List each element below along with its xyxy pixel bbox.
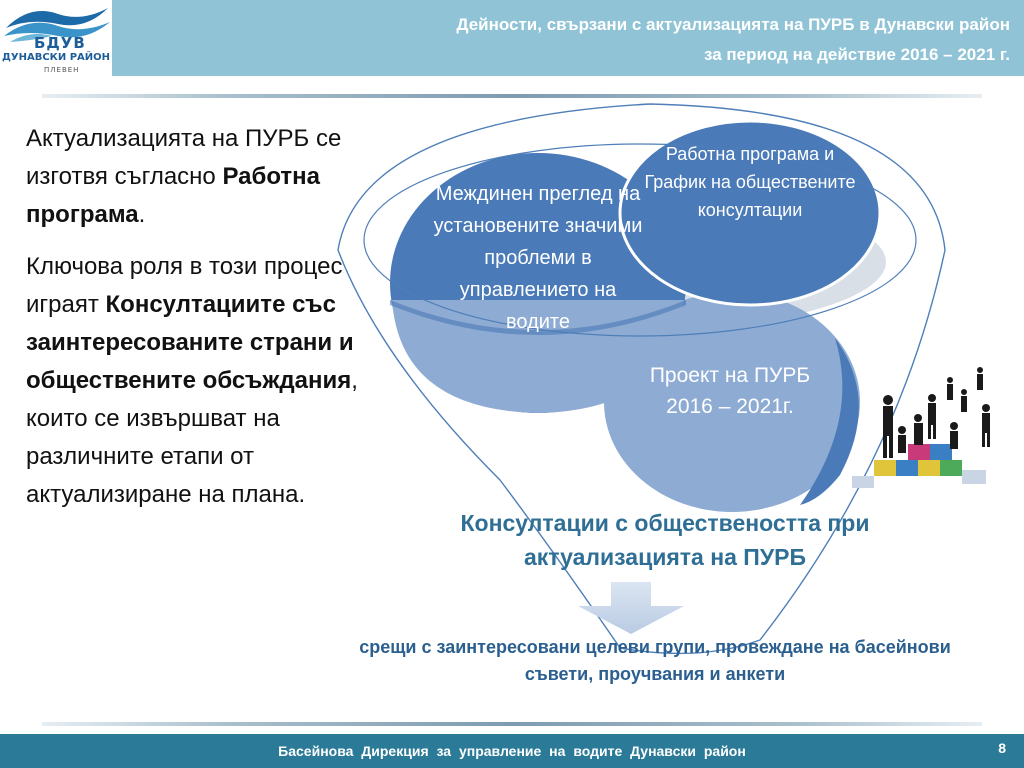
logo-abbreviation: БДУВ [34, 34, 86, 52]
paragraph-work-program: Актуализацията на ПУРБ се изготвя съглас… [26, 125, 342, 228]
consultation-detail: срещи с заинтересовани целеви групи, про… [359, 637, 951, 684]
footer-text: Басейнова Дирекция за управление на води… [278, 743, 746, 759]
page-number: 8 [998, 740, 1006, 756]
body-text: Актуализацията на ПУРБ се изготвя съглас… [26, 120, 371, 528]
top-divider [42, 94, 982, 98]
circle-draft-label: Проект на ПУРБ 2016 – 2021г. [649, 364, 811, 418]
consultations-emphasis: Консултациите със заинтересованите стран… [26, 291, 354, 394]
logo-wave-icon [4, 8, 110, 42]
slide-title: Дейности, свързани с актуализацията на П… [456, 10, 1010, 70]
circle-workprogram-label: Работна програма и График на общественит… [644, 144, 856, 220]
logo-city: ПЛЕВЕН [44, 66, 80, 74]
circle-midterm-band [390, 300, 686, 335]
paragraph-consultations: Ключова роля в този процес играят Консул… [26, 253, 358, 508]
ring-inner [363, 143, 917, 337]
logo-region: ДУНАВСКИ РАЙОН [2, 52, 111, 63]
slide-title-line-1: Дейности, свързани с актуализацията на П… [456, 15, 1010, 34]
slide-header: БДУВ ДУНАВСКИ РАЙОН ПЛЕВЕН Дейности, свъ… [0, 0, 1024, 76]
bottom-divider [42, 722, 982, 726]
circle-midterm-label: Междинен преглед на установените значими… [433, 183, 643, 333]
circle-workprogram [618, 119, 882, 307]
consultation-title: Консултации с обществеността при актуали… [460, 510, 870, 570]
circle-draft-shadow [800, 338, 859, 505]
work-program-emphasis: Работна програма [26, 163, 320, 228]
slide-footer: Басейнова Дирекция за управление на води… [0, 734, 1024, 768]
circle-midterm-lower [392, 300, 684, 413]
slide-title-line-2: за период на действие 2016 – 2021 г. [704, 45, 1010, 64]
down-arrow-icon [578, 582, 684, 634]
logo: БДУВ ДУНАВСКИ РАЙОН ПЛЕВЕН [0, 0, 112, 76]
people-puzzle-icon [852, 367, 990, 488]
funnel-outline [337, 103, 946, 655]
